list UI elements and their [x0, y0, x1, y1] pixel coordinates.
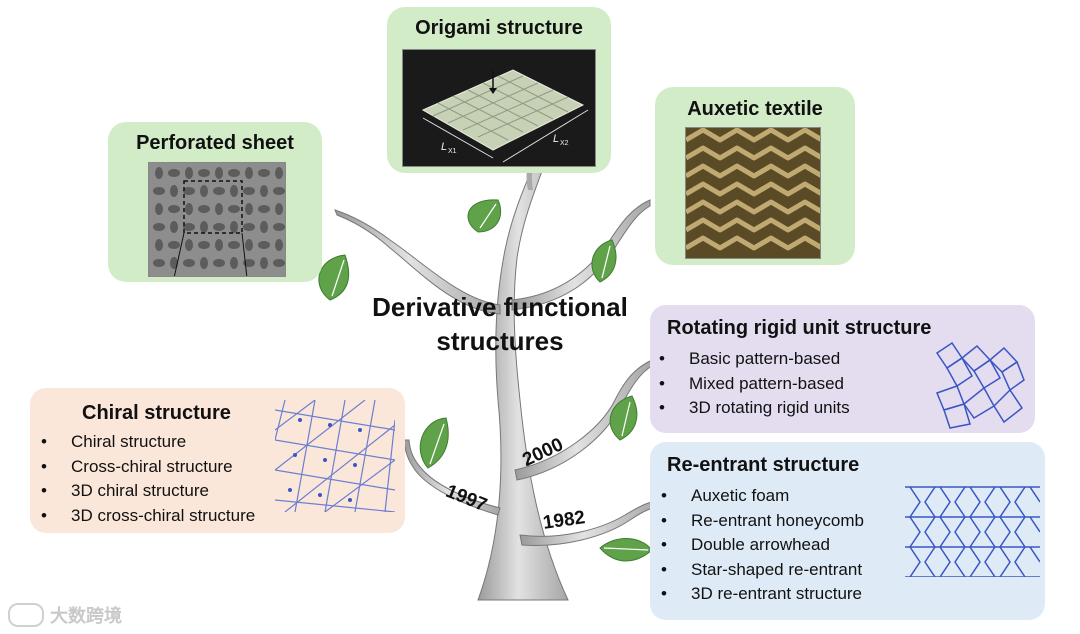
auxetic-textile-box: Auxetic textile	[655, 87, 855, 265]
leaf-icon	[467, 199, 502, 233]
auxetic-textile-image	[685, 127, 821, 259]
origami-structure-image: L X1 L X2	[402, 49, 596, 167]
list-item: 3D chiral structure	[37, 479, 255, 504]
watermark-logo-icon	[8, 603, 44, 627]
leaf-icon	[318, 254, 350, 301]
rotating-rigid-title: Rotating rigid unit structure	[667, 317, 932, 339]
origami-structure-box: Origami structure L X1 L X2	[387, 7, 611, 173]
reentrant-panel: Re-entrant structure Auxetic foam Re-ent…	[650, 442, 1045, 620]
branch-perforated	[334, 209, 501, 315]
list-item: Cross-chiral structure	[37, 455, 255, 480]
perforated-sheet-title: Perforated sheet	[136, 132, 294, 154]
rotating-rigid-list: Basic pattern-based Mixed pattern-based …	[655, 347, 850, 421]
list-item: 3D re-entrant structure	[657, 582, 864, 607]
chiral-pattern	[275, 400, 395, 512]
branch-textile	[511, 199, 651, 311]
center-title: Derivative functional structures	[350, 290, 650, 358]
branch-chiral	[403, 439, 501, 516]
reentrant-list: Auxetic foam Re-entrant honeycomb Double…	[657, 484, 864, 607]
perforated-sheet-box: Perforated sheet	[108, 122, 322, 282]
leaf-icon	[609, 395, 638, 441]
origami-sub-x2: X2	[560, 140, 569, 147]
list-item: Basic pattern-based	[655, 347, 850, 372]
list-item: 3D rotating rigid units	[655, 396, 850, 421]
list-item: Star-shaped re-entrant	[657, 558, 864, 583]
origami-sub-x1: X1	[448, 148, 457, 155]
chiral-title: Chiral structure	[82, 402, 231, 424]
leaf-icon	[591, 239, 617, 283]
reentrant-title: Re-entrant structure	[667, 454, 860, 476]
chiral-panel: Chiral structure Chiral structure Cross-…	[30, 388, 405, 533]
list-item: Auxetic foam	[657, 484, 864, 509]
reentrant-pattern	[905, 486, 1040, 577]
auxetic-textile-title: Auxetic textile	[687, 98, 823, 120]
watermark-text: 大数跨境	[50, 606, 122, 626]
list-item: Mixed pattern-based	[655, 372, 850, 397]
list-item: Double arrowhead	[657, 533, 864, 558]
origami-label-x1: L	[441, 141, 447, 153]
center-title-line2: structures	[436, 326, 564, 356]
origami-structure-title: Origami structure	[415, 17, 583, 39]
perforated-sheet-image	[148, 162, 286, 277]
center-title-line1: Derivative functional	[372, 292, 628, 322]
origami-label-x2: L	[553, 133, 559, 145]
list-item: Chiral structure	[37, 430, 255, 455]
chiral-list: Chiral structure Cross-chiral structure …	[37, 430, 255, 528]
rotating-rigid-pattern	[935, 341, 1025, 429]
rotating-rigid-panel: Rotating rigid unit structure Basic patt…	[650, 305, 1035, 433]
list-item: 3D cross-chiral structure	[37, 504, 255, 529]
list-item: Re-entrant honeycomb	[657, 509, 864, 534]
watermark: 大数跨境	[8, 602, 122, 628]
